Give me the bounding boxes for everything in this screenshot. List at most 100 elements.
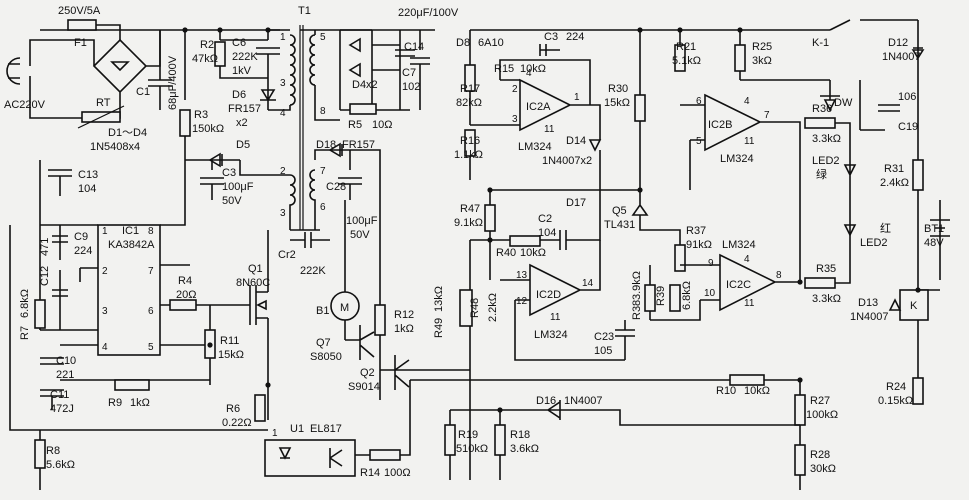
label-c23: C23 bbox=[594, 331, 614, 343]
label-d12-value: 1N4007 bbox=[882, 51, 921, 63]
label-b1: B1 bbox=[316, 305, 329, 317]
label-u1-part: EL817 bbox=[310, 423, 342, 435]
label-rt: RT bbox=[96, 97, 111, 109]
label-c11: C11 bbox=[50, 389, 69, 401]
label-d16-value: 1N4007 bbox=[564, 395, 603, 407]
label-bt1-value: 48V bbox=[924, 237, 944, 249]
label-d18: D18 bbox=[316, 139, 336, 151]
resistor-r47 bbox=[484, 204, 496, 232]
label-r28: R28 bbox=[810, 449, 830, 461]
pin-ic1-7: 7 bbox=[148, 266, 154, 277]
label-lm324-c: LM324 bbox=[722, 239, 756, 251]
label-r16-value: 1.1kΩ bbox=[454, 149, 483, 161]
resistor-r4 bbox=[169, 299, 197, 311]
pin-numbers: 1 2 3 4 5 6 7 8 1 3 4 5 8 2 3 7 6 2 3 1 … bbox=[102, 32, 782, 439]
label-d16: D16 bbox=[536, 395, 556, 407]
label-r37-value: 91kΩ bbox=[686, 239, 712, 251]
label-q7: Q7 bbox=[316, 337, 331, 349]
fuse-f1 bbox=[67, 19, 97, 31]
pin-t1-8: 8 bbox=[320, 106, 326, 117]
label-r4: R4 bbox=[178, 275, 192, 287]
label-c2-value: 104 bbox=[538, 227, 556, 239]
label-c3b-value: 224 bbox=[566, 31, 584, 43]
label-r10: R10 bbox=[716, 385, 736, 397]
label-led2-top: LED2 bbox=[812, 155, 840, 167]
label-r3: R3 bbox=[194, 109, 208, 121]
pin-t1-5: 5 bbox=[320, 32, 326, 43]
component-labels: 250V/5A F1 AC220V RT C1 68μF/400V D1～D4 … bbox=[4, 5, 944, 479]
label-green: 绿 bbox=[816, 167, 827, 181]
label-cr2: Cr2 bbox=[278, 249, 296, 261]
label-r2-value: 47kΩ bbox=[192, 53, 218, 65]
resistor-r19 bbox=[444, 424, 456, 456]
label-r39: R39 bbox=[655, 286, 667, 306]
label-r25: R25 bbox=[752, 41, 772, 53]
wiring bbox=[6, 19, 950, 490]
label-ic2a: IC2A bbox=[526, 101, 551, 113]
pin-ic2b-7: 7 bbox=[764, 110, 770, 121]
label-r4-value: 20Ω bbox=[176, 289, 196, 301]
resistor-r14 bbox=[369, 449, 401, 461]
label-d5: D5 bbox=[236, 139, 250, 151]
label-c1-value: 68μF/400V bbox=[167, 55, 179, 110]
resistor-r39 bbox=[644, 284, 656, 312]
label-d13: D13 bbox=[858, 297, 878, 309]
pin-ic2d-14: 14 bbox=[582, 278, 594, 289]
label-r27: R27 bbox=[810, 395, 830, 407]
label-r14-value: 100Ω bbox=[384, 467, 411, 479]
pin-t1-4: 4 bbox=[280, 108, 286, 119]
pin-t1-2: 2 bbox=[280, 166, 286, 177]
label-r37: R37 bbox=[686, 225, 706, 237]
label-r18: R18 bbox=[510, 429, 530, 441]
label-led2-bottom: LED2 bbox=[860, 237, 888, 249]
label-c9: C9 bbox=[74, 231, 88, 243]
label-ic2b: IC2B bbox=[708, 119, 732, 131]
label-r25-value: 3kΩ bbox=[752, 55, 772, 67]
resistor-r10 bbox=[729, 374, 765, 386]
pin-ic2a-4: 4 bbox=[526, 68, 532, 79]
label-r21-value: 5.1kΩ bbox=[672, 55, 701, 67]
label-ac: AC220V bbox=[4, 99, 46, 111]
label-r21: R21 bbox=[676, 41, 696, 53]
label-ic2c: IC2C bbox=[726, 279, 751, 291]
pin-t1-6: 6 bbox=[320, 202, 326, 213]
optocoupler-u1 bbox=[264, 439, 356, 477]
junction-dots bbox=[182, 27, 921, 413]
pin-ic2b-11: 11 bbox=[744, 136, 755, 147]
label-r27-value: 100kΩ bbox=[806, 409, 838, 421]
label-lm324-a: LM324 bbox=[518, 141, 552, 153]
label-r16: R16 bbox=[460, 135, 480, 147]
label-q5-part: TL431 bbox=[604, 219, 635, 231]
label-r8-value: 5.6kΩ bbox=[46, 459, 75, 471]
pin-ic2a-11: 11 bbox=[544, 124, 555, 135]
label-c10-value: 221 bbox=[56, 369, 74, 381]
ic1-ka3842a bbox=[97, 224, 161, 356]
label-motor: M bbox=[340, 302, 349, 314]
label-t1: T1 bbox=[298, 5, 311, 17]
resistor-r6 bbox=[254, 394, 266, 422]
label-c3b: C3 bbox=[544, 31, 558, 43]
pin-ic2b-5: 5 bbox=[696, 136, 702, 147]
label-r3-value: 150kΩ bbox=[192, 123, 224, 135]
pin-u1-1: 1 bbox=[272, 428, 278, 439]
label-c6-value: 222K bbox=[232, 51, 258, 63]
resistor-r31 bbox=[912, 159, 924, 191]
resistor-r17 bbox=[464, 64, 476, 92]
label-u1: U1 bbox=[290, 423, 304, 435]
resistor-r5 bbox=[349, 103, 377, 115]
resistor-r9 bbox=[114, 379, 150, 391]
label-q1-part: 8N60C bbox=[236, 277, 270, 289]
label-c6-voltage: 1kV bbox=[232, 65, 252, 77]
resistor-r38-6k8 bbox=[669, 284, 681, 312]
label-r19: R19 bbox=[458, 429, 478, 441]
label-r35: R35 bbox=[816, 263, 836, 275]
label-r47: R47 bbox=[460, 203, 480, 215]
pin-t1-3b: 3 bbox=[280, 208, 286, 219]
label-k1: K-1 bbox=[812, 37, 829, 49]
label-c23-value: 105 bbox=[594, 345, 612, 357]
resistor-r40 bbox=[509, 235, 541, 247]
label-r6: R6 bbox=[226, 403, 240, 415]
label-r24: R24 bbox=[886, 381, 906, 393]
label-c10: C10 bbox=[56, 355, 76, 367]
resistor-r27 bbox=[794, 394, 806, 426]
